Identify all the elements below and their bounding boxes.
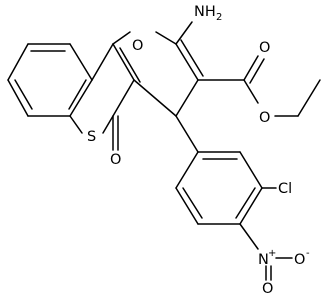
- ester-group: [197, 55, 321, 117]
- ester-carbonyl-oxygen-label: O: [259, 40, 270, 56]
- amino-group-bond: [175, 21, 193, 45]
- nitro-double-oxygen-label: O: [262, 281, 273, 293]
- aryl-ring: [175, 115, 263, 225]
- nitro-oxygen-charge: -: [306, 248, 310, 259]
- ring-sulfur-label: S: [87, 129, 96, 145]
- chlorine-label: Cl: [278, 181, 292, 197]
- ketone-oxygen-label: O: [110, 152, 121, 168]
- nitro-single-oxygen-label: O: [294, 252, 305, 268]
- ester-oxygen-label: O: [259, 110, 270, 126]
- benzo-ring: [7, 43, 93, 117]
- nitro-nitrogen-label: N: [258, 252, 269, 268]
- amine-label: NH: [194, 4, 216, 20]
- ring-oxygen-label: O: [132, 38, 143, 54]
- pyran-ring: [112, 31, 204, 117]
- nitro-group: [239, 223, 293, 281]
- thiopyran-ring: [69, 43, 141, 151]
- nitro-nitrogen-charge: +: [268, 248, 276, 259]
- amine-subscript: 2: [216, 12, 222, 23]
